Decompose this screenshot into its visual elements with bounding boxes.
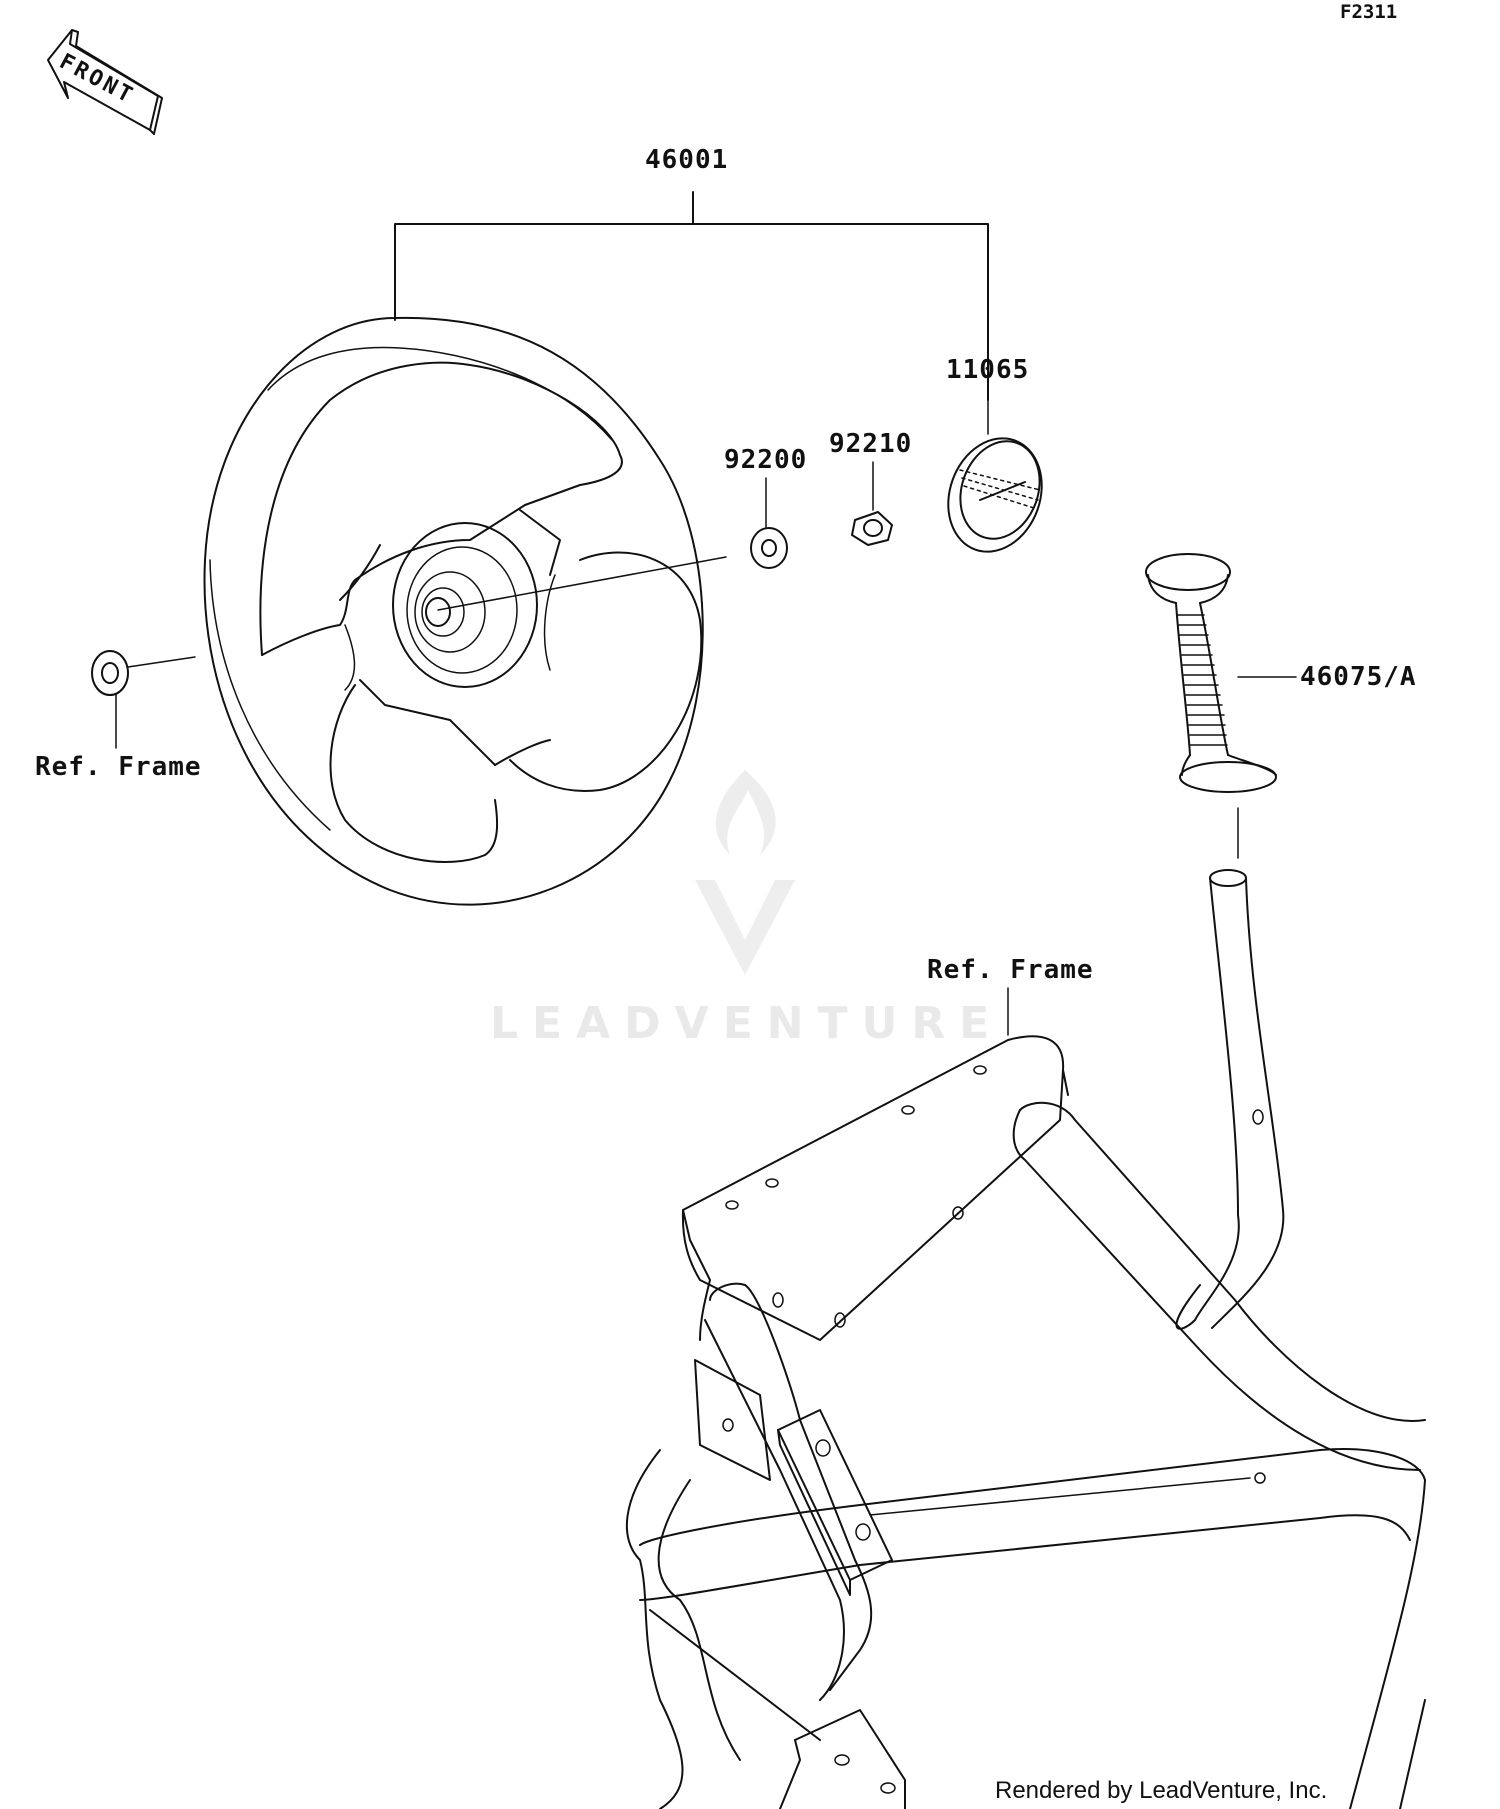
vehicle-frame	[625, 869, 1426, 1809]
label-11065: 11065	[946, 355, 1029, 385]
grip-46075A	[1145, 553, 1277, 793]
ref-frame-right: Ref. Frame	[927, 955, 1094, 985]
diagram-code: F2311	[1340, 1, 1397, 23]
front-arrow-icon: FRONT	[47, 29, 163, 135]
watermark-logo	[695, 770, 795, 975]
emblem-11065	[947, 437, 1043, 553]
label-46001: 46001	[645, 145, 728, 175]
steering-wheel	[203, 316, 704, 906]
washer-92200	[750, 527, 788, 569]
watermark-text: LEADVENTURE	[490, 998, 1003, 1049]
label-46075A: 46075/A	[1300, 662, 1417, 692]
label-92200: 92200	[724, 445, 807, 475]
ref-frame-left: Ref. Frame	[35, 752, 202, 782]
leader-washer	[437, 556, 727, 611]
washer-ref-left	[91, 650, 129, 696]
nut-92210	[851, 511, 893, 546]
bracket-46001	[394, 191, 989, 401]
label-92210: 92210	[829, 429, 912, 459]
credit-text: Rendered by LeadVenture, Inc.	[995, 1777, 1327, 1804]
